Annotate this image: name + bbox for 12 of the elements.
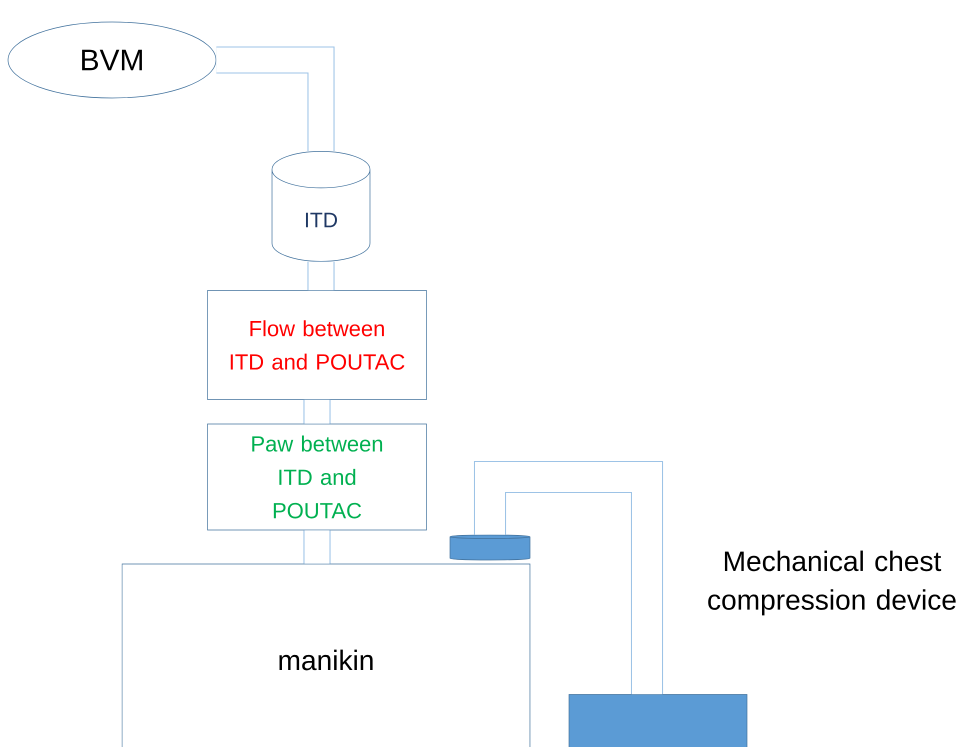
process-box: Flow between ITD and POUTAC bbox=[207, 290, 427, 400]
sensor-puck bbox=[450, 534, 530, 560]
tube bbox=[474, 460, 664, 694]
tube bbox=[216, 46, 335, 152]
tube bbox=[303, 530, 331, 564]
process-box: Paw between ITD and POUTAC bbox=[207, 424, 427, 530]
ellipse-node: BVM bbox=[8, 22, 216, 98]
cylinder-node: ITD bbox=[272, 151, 370, 262]
manikin-box: manikin bbox=[122, 564, 530, 747]
device-label: Mechanical chest compression device bbox=[708, 550, 956, 616]
tube bbox=[303, 400, 331, 424]
tube bbox=[307, 262, 335, 290]
